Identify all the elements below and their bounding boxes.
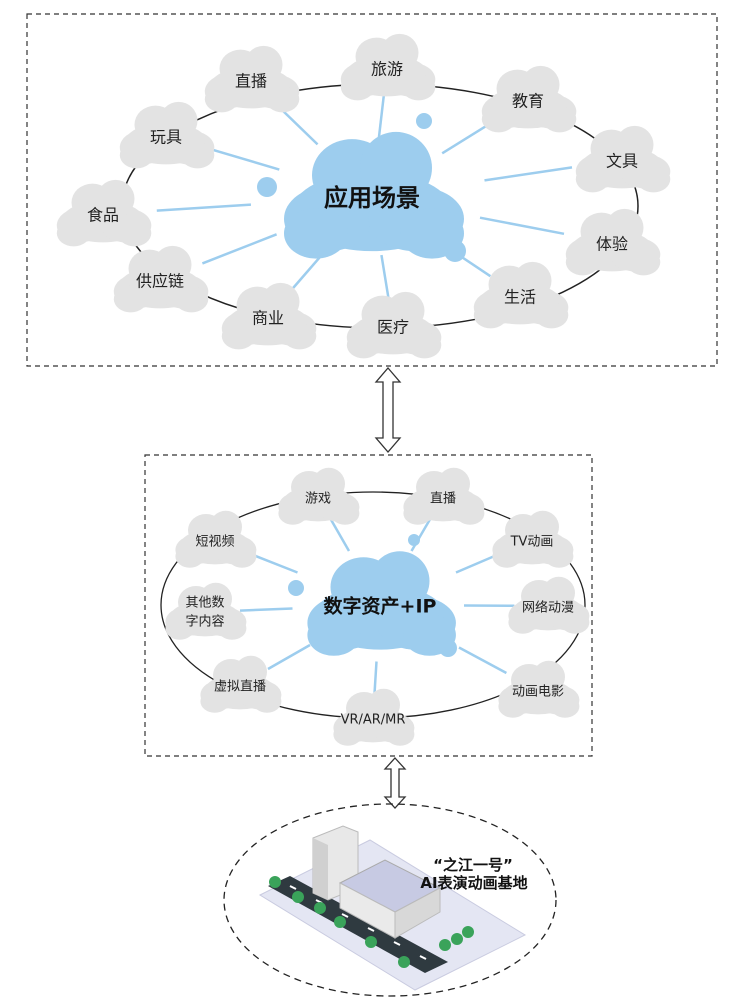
top-item-label: 供应链 [136,272,184,291]
decor-dot [288,580,304,596]
middle-item-label: 动画电影 [512,685,564,700]
top-item-label: 商业 [252,309,284,328]
connector-line [206,147,280,171]
top-item-cloud [119,101,215,169]
top-item-cloud [346,291,442,359]
middle-item-cloud [200,655,282,713]
top-item-cloud [113,245,209,313]
connector-line [201,233,278,265]
middle-item-cloud [508,576,590,634]
top-item-cloud [204,45,300,113]
connector-line [484,166,573,182]
top-item-label: 食品 [87,206,119,225]
middle-item-cloud [278,467,360,525]
decor-dot [408,534,420,546]
connector-line [267,643,311,671]
middle-item-label: 字内容 [185,614,224,630]
top-item-label: 医疗 [377,318,409,337]
middle-item-label: 网络动漫 [522,600,574,616]
top-item-cloud [565,208,661,276]
middle-item-cloud [498,660,580,718]
middle-item-label: VR/AR/MR [341,713,406,728]
connector-line [380,254,391,301]
middle-item-cloud [492,510,574,568]
middle-item-cloud [403,467,485,525]
connector-line [479,216,565,236]
middle-section-border [144,454,593,757]
middle-item-cloud [165,582,247,640]
top-item-cloud [575,125,671,193]
double-arrow-bottom [383,757,407,809]
top-section-border [26,13,718,367]
top-item-cloud [221,282,317,350]
top-item-cloud [56,179,152,247]
base-boundary [223,803,557,997]
middle-item-cloud [333,688,415,746]
middle-center-cloud [307,551,456,656]
connector-line [373,661,378,696]
top-item-label: 体验 [596,235,628,254]
middle-item-label: 游戏 [305,492,331,507]
top-item-label: 文具 [606,152,638,171]
double-arrow-top [374,367,402,453]
top-item-label: 直播 [235,72,267,91]
decor-dot [416,113,432,129]
middle-item-label: 虚拟直播 [214,680,266,695]
middle-item-label: 短视频 [195,535,234,550]
connector-line [239,607,293,612]
middle-item-label: 其他数 [185,596,224,611]
top-center-cloud [284,131,464,259]
top-item-cloud [481,65,577,133]
top-item-cloud [340,33,436,101]
top-item-label: 旅游 [371,60,403,79]
top-item-label: 玩具 [150,128,182,147]
top-center-label: 应用场景 [324,184,420,212]
connector-line [329,517,351,552]
top-item-label: 教育 [512,92,544,111]
base-title-line1: “之江一号” [433,856,513,874]
connector-line [377,93,386,140]
decor-dot [257,177,277,197]
connector-line [156,203,252,212]
connector-line [458,646,507,675]
middle-item-label: TV动画 [510,535,554,550]
middle-center-label: 数字资产+IP [324,595,437,618]
middle-item-cloud [175,510,257,568]
base-title-line2: AI表演动画基地 [420,874,527,892]
animation-base-illustration: “之江一号” AI表演动画基地 [258,825,528,991]
top-item-label: 生活 [504,288,536,307]
top-item-cloud [473,261,569,329]
middle-item-label: 直播 [430,492,456,507]
